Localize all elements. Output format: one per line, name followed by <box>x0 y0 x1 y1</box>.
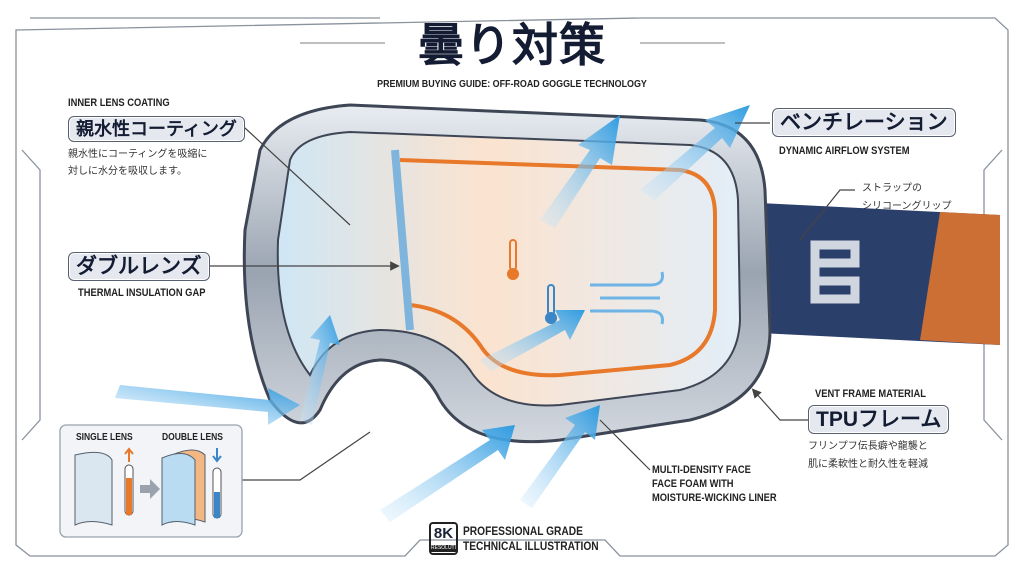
coating-desc: 親水性にコーティングを吸縮に 対しに水分を吸収します。 <box>68 146 207 180</box>
goggle-lens <box>276 130 742 407</box>
double-lens-inset-label: DOUBLE LENS <box>162 432 223 443</box>
airflow-swirl-icon <box>590 271 664 325</box>
coating-caption: INNER LENS COATING <box>68 97 170 109</box>
coating-label: 親水性コーティング <box>68 116 245 142</box>
page-subtitle: PREMIUM BUYING GUIDE: OFF-ROAD GOGGLE TE… <box>377 78 647 90</box>
frame-caption: VENT FRAME MATERIAL <box>815 388 926 400</box>
badge-text: PROFESSIONAL GRADE TECHNICAL ILLUSTRATIO… <box>463 524 599 554</box>
frame-desc-line: 肌に柔軟性と耐久性を軽減 <box>808 459 928 470</box>
strap-desc: ストラップの シリコーングリップ <box>862 180 952 216</box>
foam-line: MOISTURE-WICKING LINER <box>652 492 777 504</box>
badge-logo-sub: RESOLUTION <box>431 545 456 552</box>
foam-line: FACE FOAM WITH <box>652 478 734 490</box>
thermometer-icons <box>507 239 557 324</box>
double-lens-label: ダブルレンズ <box>68 252 210 281</box>
frame-label: TPUフレーム <box>808 405 950 434</box>
frame-desc: フリンプフ伝長癖や龍襲と 肌に柔軟性と耐久性を軽減 <box>808 438 928 474</box>
double-lens-caption: THERMAL INSULATION GAP <box>78 287 206 299</box>
strap-desc-line: ストラップの <box>862 183 922 194</box>
badge-line: TECHNICAL ILLUSTRATION <box>463 539 599 553</box>
strap-logo <box>810 240 860 304</box>
badge-line: PROFESSIONAL GRADE <box>463 524 583 538</box>
airflow-arrows <box>115 105 750 522</box>
single-lens-label: SINGLE LENS <box>76 432 133 443</box>
coating-desc-line: 対しに水分を吸収します。 <box>68 166 187 177</box>
foam-line: MULTI-DENSITY FACE <box>652 464 751 476</box>
coating-desc-line: 親水性にコーティングを吸縮に <box>68 149 208 160</box>
badge-logo: 8K <box>433 525 454 542</box>
inner-lens-outline <box>399 158 717 378</box>
resolution-badge <box>429 522 458 555</box>
frame-desc-line: フリンプフ伝長癖や龍襲と <box>808 441 928 452</box>
ventilation-label: ベンチレーション <box>772 108 956 137</box>
page-title: 曇り対策 <box>418 19 606 71</box>
ventilation-caption: DYNAMIC AIRFLOW SYSTEM <box>779 145 910 157</box>
strap-desc-line: シリコーングリップ <box>862 201 952 212</box>
foam-caption: MULTI-DENSITY FACE FACE FOAM WITH MOISTU… <box>652 463 777 505</box>
outer-lens-edge <box>391 149 414 331</box>
